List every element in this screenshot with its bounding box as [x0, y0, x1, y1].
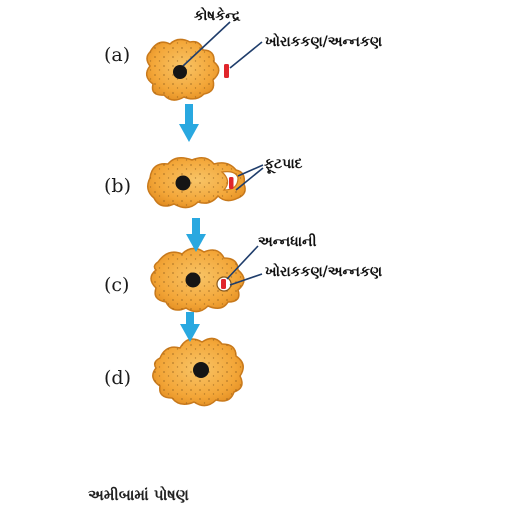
- step-label-c: (c): [104, 274, 129, 296]
- arrow-c-to-d: [180, 312, 200, 342]
- amoeba-stage-d: [152, 337, 244, 407]
- flow-arrows: [179, 104, 206, 342]
- leader-nucleus: [182, 21, 231, 67]
- callout-food-vacuole: અન્નધાની: [258, 233, 316, 250]
- leader-pseudopod-upper: [237, 164, 264, 177]
- callout-pseudopod: ફૂટપાદ: [264, 156, 303, 174]
- leader-lines: [182, 21, 264, 286]
- arrow-b-to-c: [186, 218, 206, 252]
- nucleus-d: [193, 362, 209, 378]
- food-particle-c: [221, 279, 226, 289]
- callout-nucleus: કોષકેન્દ્ર: [194, 6, 241, 24]
- food-particle-a: [224, 64, 229, 78]
- step-label-d: (d): [104, 367, 131, 389]
- amoeba-stage-b: [147, 157, 246, 209]
- leader-food-particle-a: [229, 41, 263, 69]
- figure-caption: અમીબામાં પોષણ: [88, 485, 189, 504]
- leader-food-vacuole: [226, 245, 259, 280]
- leader-food-particle-c: [229, 273, 263, 286]
- arrow-a-to-b: [179, 104, 199, 142]
- step-label-b: (b): [104, 175, 131, 197]
- nucleus-b: [175, 175, 191, 191]
- step-label-a: (a): [104, 44, 130, 66]
- nucleus-c: [185, 272, 201, 288]
- amoeba-stage-c: [150, 247, 245, 313]
- food-particle-b: [229, 177, 234, 189]
- callout-food-particle-c: ખોરાકકણ/અન્નકણ: [265, 262, 382, 280]
- leader-pseudopod-lower: [235, 167, 264, 191]
- amoeba-stage-a: [145, 38, 229, 101]
- callout-food-particle-a: ખોરાકકણ/અન્નકણ: [265, 32, 382, 50]
- nucleus-a: [173, 65, 187, 79]
